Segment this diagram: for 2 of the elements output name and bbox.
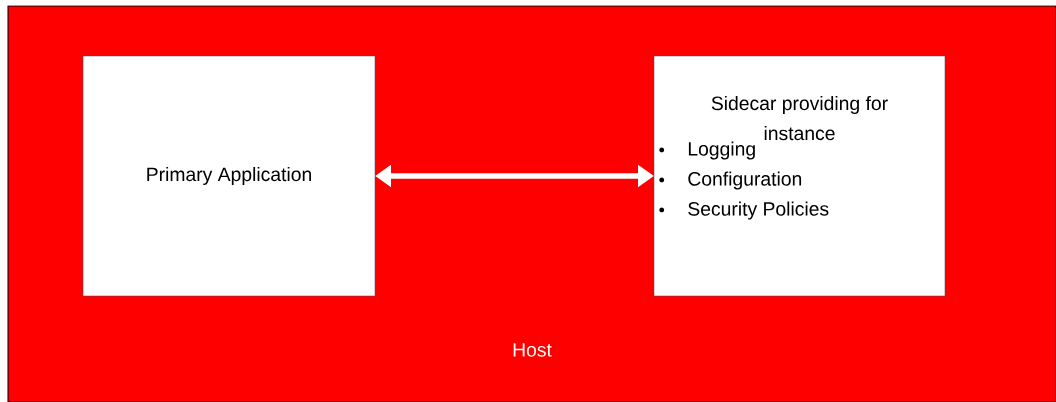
sidecar-box: Sidecar providing for instance Logging Configuration Security Policies	[653, 55, 946, 297]
application-box: Primary Application	[82, 55, 376, 297]
